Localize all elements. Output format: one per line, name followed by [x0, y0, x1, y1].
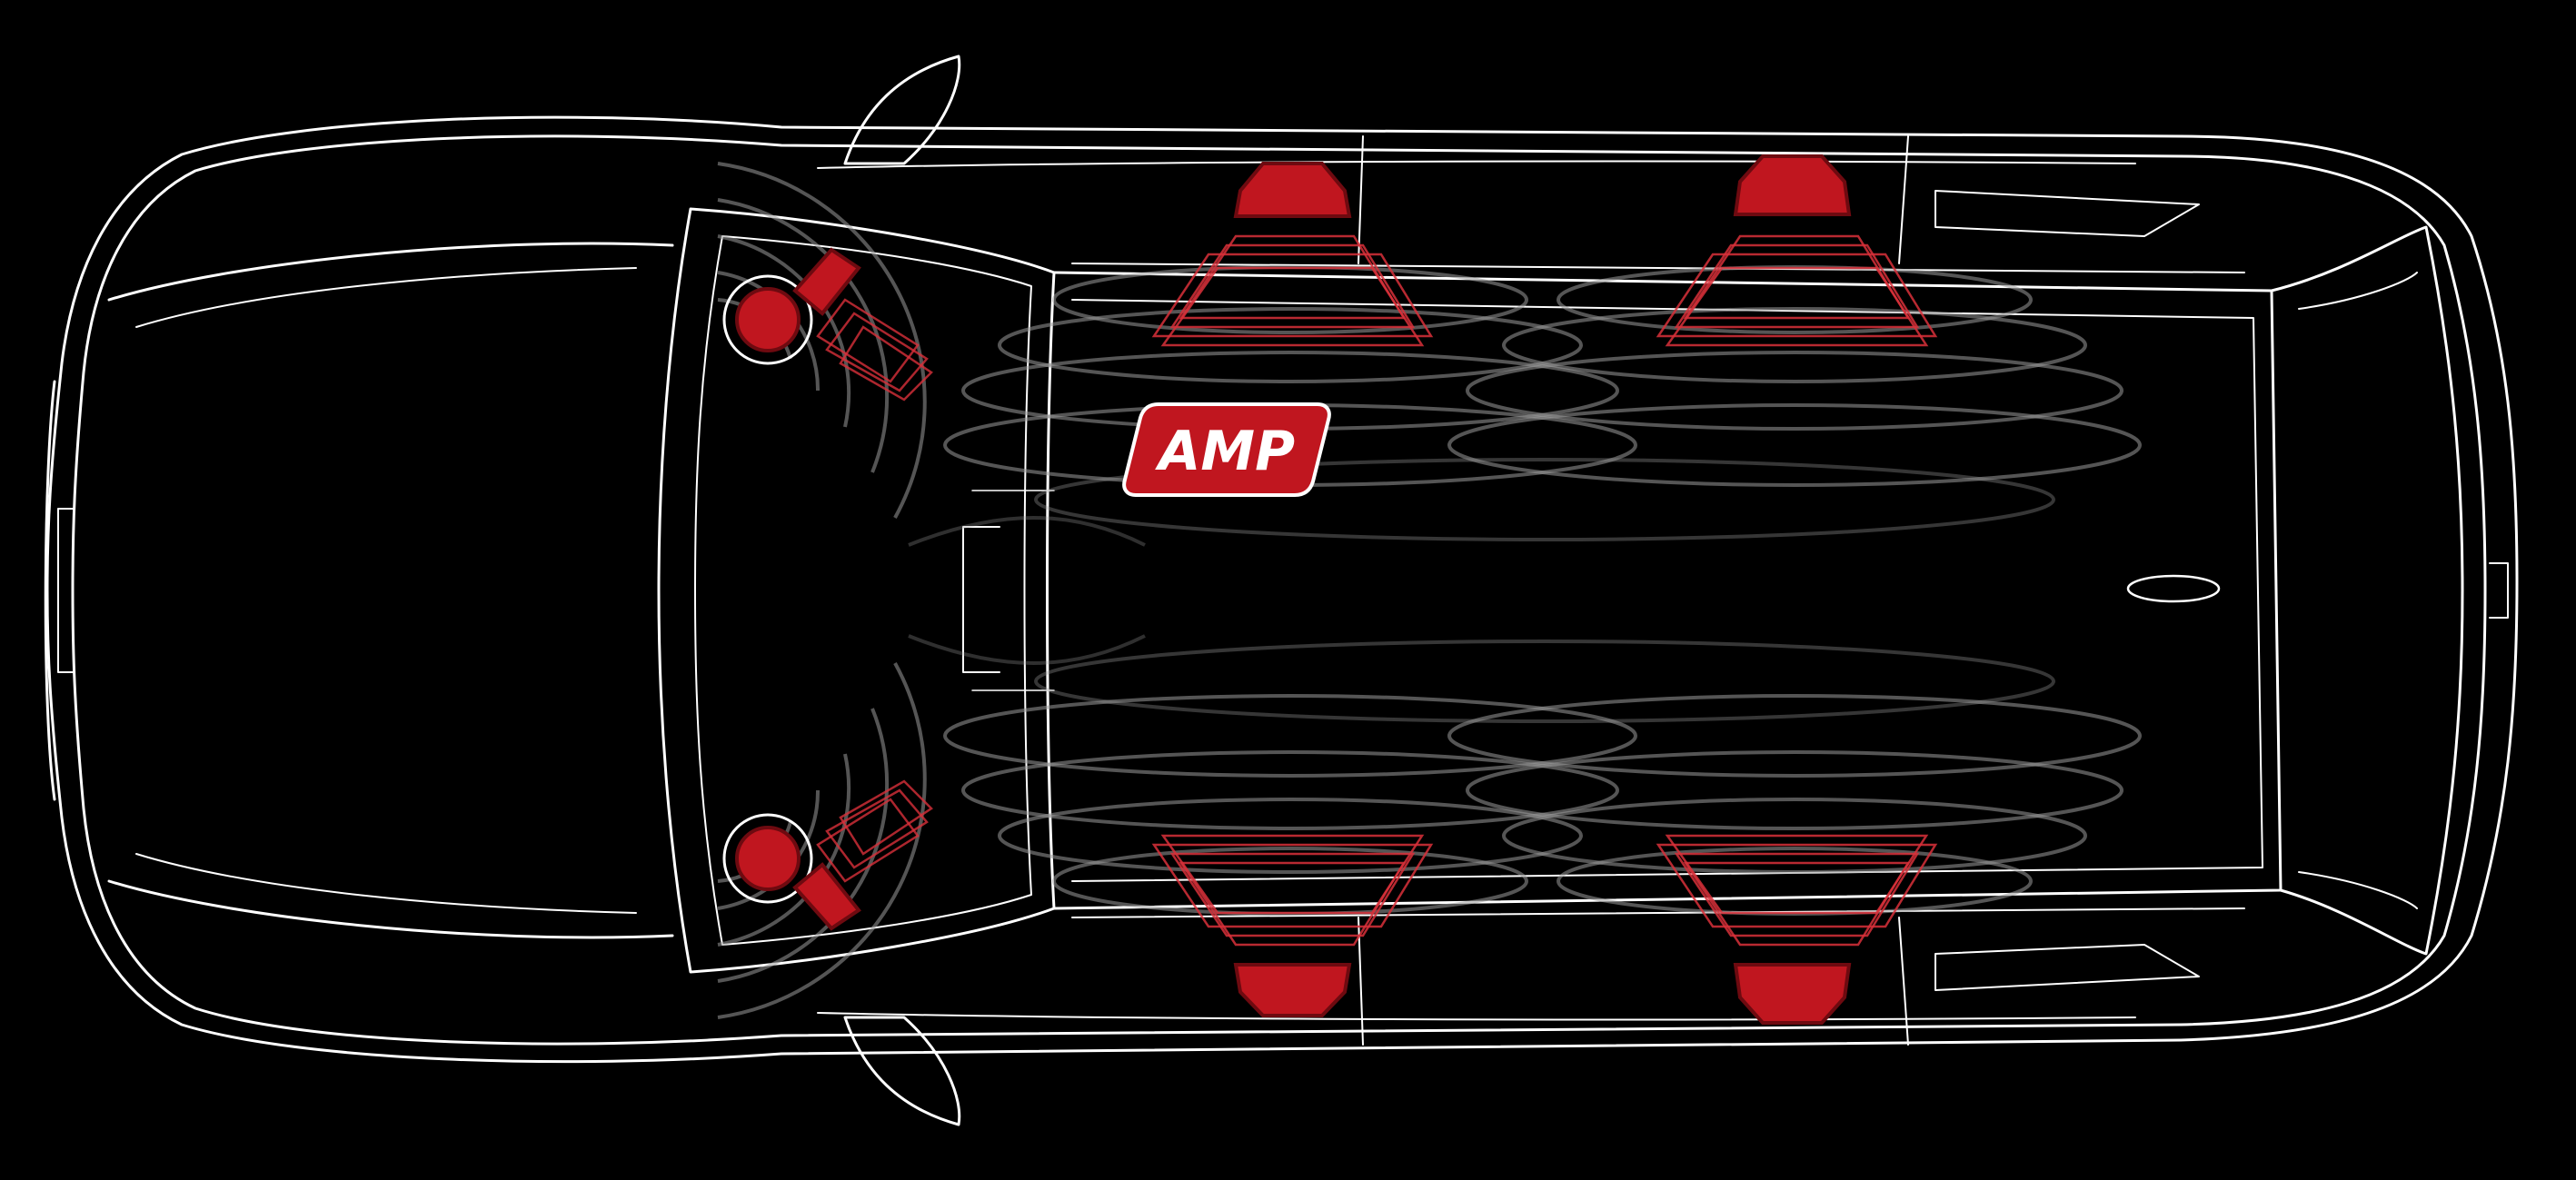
car-outline [44, 55, 2519, 1126]
speaker-front-right [722, 779, 933, 931]
speaker-front-door-right [1151, 834, 1434, 1017]
speaker-rear-door-right [1656, 834, 1938, 1025]
amp-label: AMP [1155, 420, 1295, 483]
amplifier-badge: AMP [1122, 402, 1331, 497]
speaker-rear-door-left [1656, 154, 1938, 347]
speaker-front-door-left [1151, 162, 1434, 347]
speaker-front-left [722, 247, 933, 402]
